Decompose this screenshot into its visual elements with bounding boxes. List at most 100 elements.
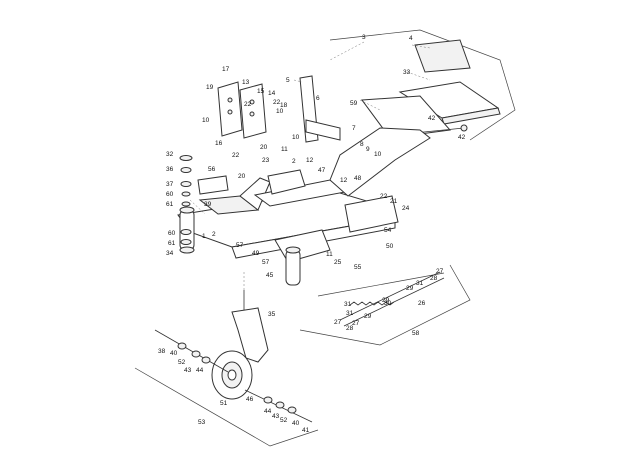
bracket-part-56	[197, 175, 229, 195]
callout: 15	[257, 88, 265, 95]
callout: 23	[262, 157, 270, 164]
caster-fork-35	[231, 290, 269, 363]
callout: 12	[306, 157, 314, 164]
callout: 42	[428, 115, 436, 122]
callout: 13	[242, 79, 250, 86]
callout: 3	[362, 34, 366, 41]
linkage-rods-26	[339, 271, 445, 327]
callout: 57	[262, 259, 270, 266]
callout: 27	[352, 320, 360, 327]
callout: 31	[346, 310, 354, 317]
callout: 10	[276, 108, 284, 115]
callout: 32	[166, 151, 174, 158]
callout: 44	[196, 367, 204, 374]
callout: 10	[292, 134, 300, 141]
callout: 9	[366, 146, 370, 153]
callout: 36	[166, 166, 174, 173]
callout: 24	[402, 205, 410, 212]
callout: 29	[406, 285, 414, 292]
callout: 18	[280, 102, 288, 109]
callout: 53	[198, 419, 206, 426]
callout: 50	[386, 243, 394, 250]
arm-part-5-6-7	[299, 75, 341, 143]
group-bracket-lines	[134, 29, 516, 447]
callout: 27	[436, 268, 444, 275]
callout: 22	[232, 152, 240, 159]
callout: 55	[354, 264, 362, 271]
callout: 43	[272, 413, 280, 420]
callout: 10	[202, 117, 210, 124]
callout: 33	[403, 69, 411, 76]
callout: 48	[354, 175, 362, 182]
callout: 20	[238, 173, 246, 180]
callout: 11	[281, 146, 288, 153]
callout: 30	[384, 300, 392, 307]
callout: 57	[236, 242, 244, 249]
callout: 20	[260, 144, 268, 151]
callout: 51	[220, 400, 228, 407]
callout: 38	[158, 348, 166, 355]
callout: 4	[409, 35, 413, 42]
callout: 34	[166, 250, 174, 257]
callout: 19	[206, 84, 214, 91]
callout: 47	[318, 167, 326, 174]
callout: 14	[268, 90, 276, 97]
callout: 59	[350, 100, 358, 107]
callout: 10	[374, 151, 382, 158]
callout: 35	[268, 311, 276, 318]
washer-stack-left	[179, 155, 193, 245]
callout: 60	[166, 191, 174, 198]
bracket-plates-left	[217, 81, 267, 139]
axle-bolt-38	[154, 329, 229, 373]
callout: 31	[344, 301, 352, 308]
callout: 61	[166, 201, 174, 208]
spindle-housing-center	[285, 246, 301, 286]
callout: 42	[458, 134, 466, 141]
panel-part-59	[361, 95, 451, 139]
callout: 8	[360, 141, 364, 148]
callout: 22	[380, 193, 388, 200]
callout: 37	[166, 181, 174, 188]
callout: 28	[346, 325, 354, 332]
callout: 12	[340, 177, 348, 184]
callout: 43	[184, 367, 192, 374]
callout: 6	[316, 95, 320, 102]
leader-lines	[189, 41, 431, 290]
callout: 28	[430, 275, 438, 282]
callout: 44	[264, 408, 272, 415]
callout: 11	[326, 251, 333, 258]
plate-part-4	[414, 39, 471, 73]
callout: 49	[252, 250, 260, 257]
callout: 40	[170, 350, 178, 357]
callout: 5	[286, 77, 290, 84]
callout: 41	[302, 427, 310, 434]
callout: 56	[208, 166, 216, 173]
callout: 46	[246, 396, 254, 403]
callout: 52	[178, 359, 186, 366]
callout: 2	[212, 231, 216, 238]
callout: 2	[292, 158, 296, 165]
callout: 39	[204, 201, 212, 208]
callout: 31	[416, 280, 424, 287]
main-frame	[177, 127, 431, 263]
callout: 1	[202, 233, 206, 240]
callout: 40	[292, 420, 300, 427]
callout: 16	[215, 140, 223, 147]
callout: 27	[334, 319, 342, 326]
callout: 25	[334, 259, 342, 266]
callout-labels: 1 2 2 3 4 5 6 7 8 9 10 10 10 10 11 11 12…	[158, 34, 466, 434]
callout: 7	[352, 125, 356, 132]
axle-hardware-right	[244, 389, 313, 423]
callout: 17	[222, 66, 230, 73]
callout: 52	[280, 417, 288, 424]
callout: 58	[412, 330, 420, 337]
callout: 60	[168, 230, 176, 237]
callout: 26	[418, 300, 426, 307]
callout: 45	[266, 272, 274, 279]
callout: 22	[244, 101, 252, 108]
callout: 54	[384, 227, 392, 234]
callout: 29	[364, 313, 372, 320]
callout: 29	[382, 297, 390, 304]
callout: 21	[390, 198, 398, 205]
